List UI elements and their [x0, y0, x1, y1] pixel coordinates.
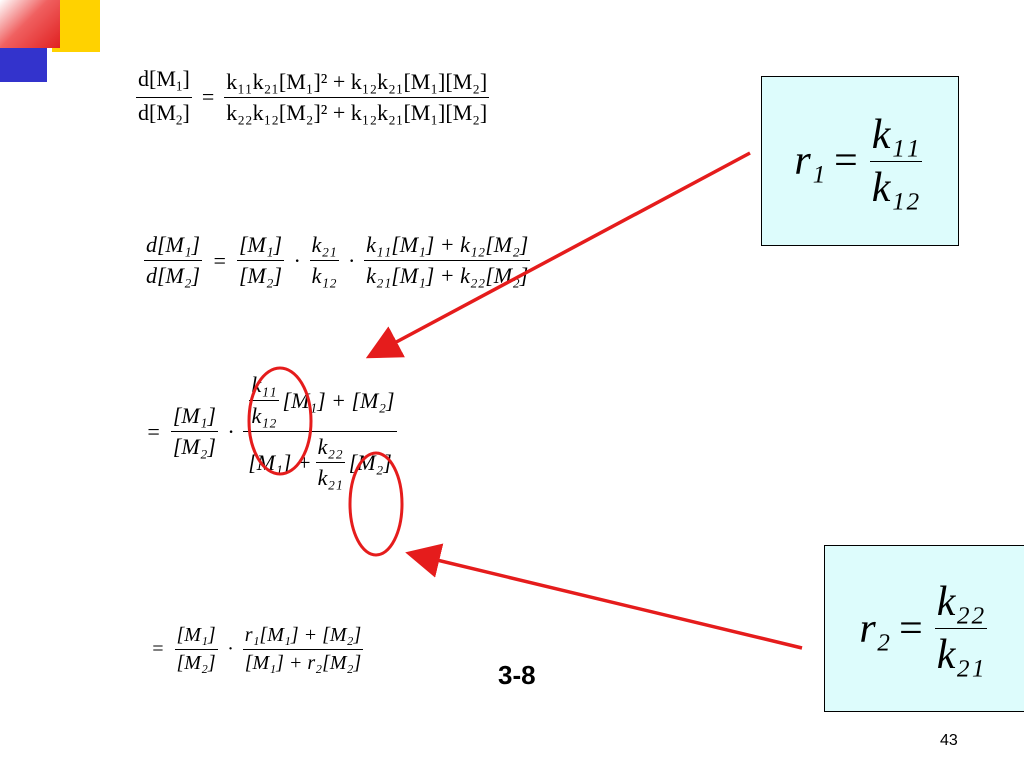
eq3-inner-bot-den: k₂₁: [317, 465, 343, 490]
eq4-dot: ·: [227, 638, 233, 660]
r2-fraction: k₂₂ k₂₁: [934, 578, 987, 679]
eq3-equals: =: [146, 418, 161, 444]
r1-symbol: r₁: [794, 138, 826, 184]
eq2-lhs-den: d[M₂]: [146, 263, 201, 288]
eq2-equals: =: [212, 247, 227, 273]
eq3-main-num: k₁₁ k₁₂ [M₁] + [M₂]: [243, 372, 396, 429]
eq1-rhs-fraction: k₁₁k₂₁[M₁]² + k₁₂k₂₁[M₁][M₂] k₂₂k₁₂[M₂]²…: [224, 68, 490, 126]
eq3-bottom-rest: [M₂]: [348, 449, 392, 475]
eq2-frac2-num: k₂₁: [311, 232, 337, 257]
eq1-lhs-den-sub: 2: [175, 112, 183, 128]
equation-2: d[M₁] d[M₂] = [M₁] [M₂] · k₂₁ k₁₂ · k₁₁[…: [140, 232, 534, 289]
eq4-equals: =: [151, 638, 165, 660]
eq1-lhs-den: d[M: [138, 99, 176, 125]
eq3-main-den: [M₁] + k₂₂ k₂₁ [M₂]: [246, 434, 394, 491]
eq1-lhs-den-end: ]: [182, 99, 190, 125]
eq2-frac1-den: [M₂]: [238, 263, 283, 288]
eq1-lhs-num: d[M: [138, 66, 176, 91]
eq1-rhs-num: k₁₁k₂₁[M₁]² + k₁₂k₂₁[M₁][M₂]: [226, 68, 488, 94]
equation-label: 3-8: [498, 660, 536, 690]
equation-3: = [M₁] [M₂] · k₁₁ k₁₂ [M₁] + [M₂] [M₁] +…: [140, 372, 401, 491]
arrow-r2: [405, 543, 803, 650]
eq2-frac1-num: [M₁]: [238, 232, 283, 257]
r1-fraction: k₁₁ k₁₂: [869, 111, 922, 212]
eq1-equals: =: [201, 84, 215, 110]
eq3-bottom-start: [M₁] +: [248, 449, 312, 475]
decor-square-yellow: [52, 0, 100, 52]
eq2-frac3: k₁₁[M₁] + k₁₂[M₂] k₂₁[M₁] + k₂₂[M₂]: [364, 232, 531, 289]
eq4-frac2-num: r₁[M₁] + [M₂]: [244, 624, 362, 646]
eq3-inner-top-fraction: k₁₁ k₁₂: [249, 372, 279, 429]
eq3-inner-top-den: k₁₂: [251, 403, 277, 428]
eq2-frac3-den: k₂₁[M₁] + k₂₂[M₂]: [366, 263, 529, 288]
eq3-frac1: [M₁] [M₂]: [170, 403, 218, 460]
eq2-frac3-num: k₁₁[M₁] + k₁₂[M₂]: [366, 232, 529, 257]
r1-den: k₁₂: [871, 164, 920, 211]
eq3-inner-bottom-fraction: k₂₂ k₂₁: [315, 434, 345, 491]
eq3-dot: ·: [227, 418, 234, 444]
r1-definition-box: r₁ = k₁₁ k₁₂: [761, 76, 959, 246]
equation-1: d[M1] d[M2] = k₁₁k₂₁[M₁]² + k₁₂k₂₁[M₁][M…: [132, 66, 493, 128]
eq4-frac1: [M₁] [M₂]: [174, 624, 218, 675]
decor-square-red: [0, 0, 60, 48]
eq2-lhs-num: d[M₁]: [146, 232, 201, 257]
eq2-lhs-fraction: d[M₁] d[M₂]: [144, 232, 203, 289]
equation-4: = [M₁] [M₂] · r₁[M₁] + [M₂] [M₁] + r₂[M₂…: [145, 624, 367, 675]
r2-den: k₂₁: [936, 632, 985, 678]
eq4-frac1-den: [M₂]: [176, 652, 216, 674]
eq4-frac1-num: [M₁]: [176, 624, 216, 646]
eq1-lhs-num-end: ]: [182, 66, 190, 91]
eq3-inner-top-num: k₁₁: [251, 372, 277, 397]
r2-definition-box: r₂ = k₂₂ k₂₁: [824, 545, 1024, 712]
r2-symbol: r₂: [859, 605, 891, 652]
eq2-frac2-den: k₁₂: [311, 263, 337, 288]
eq1-lhs-fraction: d[M1] d[M2]: [136, 66, 192, 128]
eq4-frac2-den: [M₁] + r₂[M₂]: [244, 652, 362, 674]
eq1-rhs-den: k₂₂k₁₂[M₂]² + k₁₂k₂₁[M₁][M₂]: [226, 99, 488, 125]
eq3-inner-bot-num: k₂₂: [317, 434, 343, 459]
r2-num: k₂₂: [936, 579, 985, 625]
r2-equals: =: [896, 605, 925, 652]
eq2-frac2: k₂₁ k₁₂: [309, 232, 339, 289]
r1-equals: =: [831, 138, 860, 184]
eq3-frac1-den: [M₂]: [172, 434, 216, 459]
eq2-dot1: ·: [294, 247, 300, 273]
decor-square-blue: [0, 48, 47, 82]
eq3-frac1-num: [M₁]: [172, 403, 216, 428]
r1-num: k₁₁: [871, 111, 920, 158]
eq2-frac1: [M₁] [M₂]: [236, 232, 285, 289]
eq4-frac2: r₁[M₁] + [M₂] [M₁] + r₂[M₂]: [242, 624, 364, 675]
eq3-main-fraction: k₁₁ k₁₂ [M₁] + [M₂] [M₁] + k₂₂ k₂₁ [M₂]: [243, 372, 397, 491]
page-number: 43: [940, 732, 958, 749]
eq2-dot2: ·: [348, 247, 355, 273]
eq3-top-rest: [M₁] + [M₂]: [282, 387, 395, 413]
eq1-lhs-num-sub: 1: [175, 78, 183, 94]
